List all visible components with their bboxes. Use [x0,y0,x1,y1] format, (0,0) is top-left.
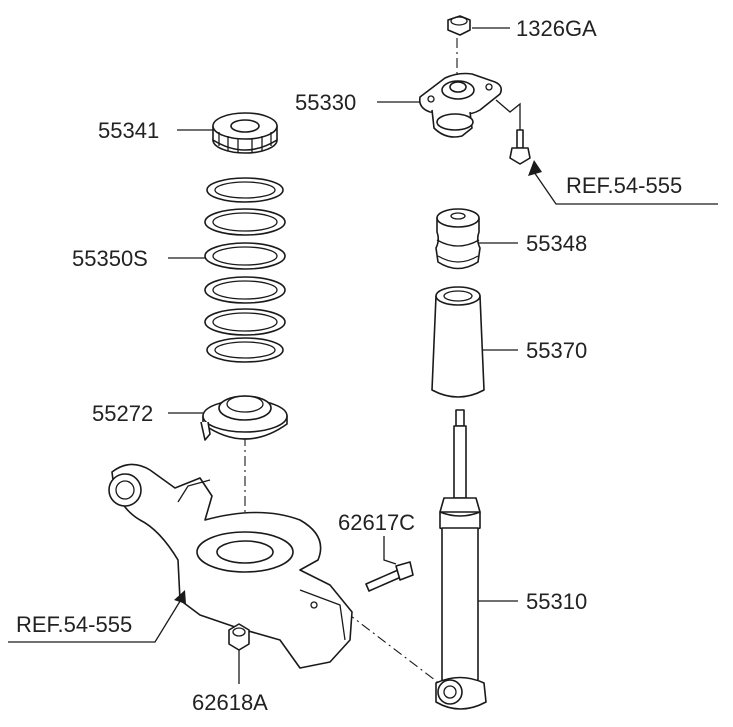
label-lower-seat: 55272 [92,401,153,426]
label-dust-cover: 55370 [526,338,587,363]
spring-pad-part [212,112,278,154]
shock-absorber-part [435,409,487,710]
label-spring-pad: 55341 [98,118,159,143]
bolt-part [365,561,414,592]
mount-part [418,72,502,138]
mount-bolt-part [495,99,531,165]
nut-top-part [447,15,471,36]
nut-bottom-part [228,623,250,651]
label-bolt: 62617C [338,510,415,535]
ref-bottom-arrow [174,590,186,604]
dust-cover-part [431,286,485,398]
label-ref-top: REF.54-555 [566,173,682,198]
label-ref-bottom: REF.54-555 [16,612,132,637]
label-spring: 55350S [72,246,148,271]
lower-arm-part [108,463,353,669]
label-shock-absorber: 55310 [526,589,587,614]
bump-stopper-part [435,208,481,270]
label-bump-stopper: 55348 [526,231,587,256]
label-nut-top: 1326GA [516,16,597,41]
leader-lines [8,27,718,684]
coil-spring-part [204,177,286,363]
label-nut-bottom: 62618A [192,690,268,715]
label-mount: 55330 [295,90,356,115]
lower-seat-part [200,395,288,441]
ref-top-arrow [528,160,542,176]
